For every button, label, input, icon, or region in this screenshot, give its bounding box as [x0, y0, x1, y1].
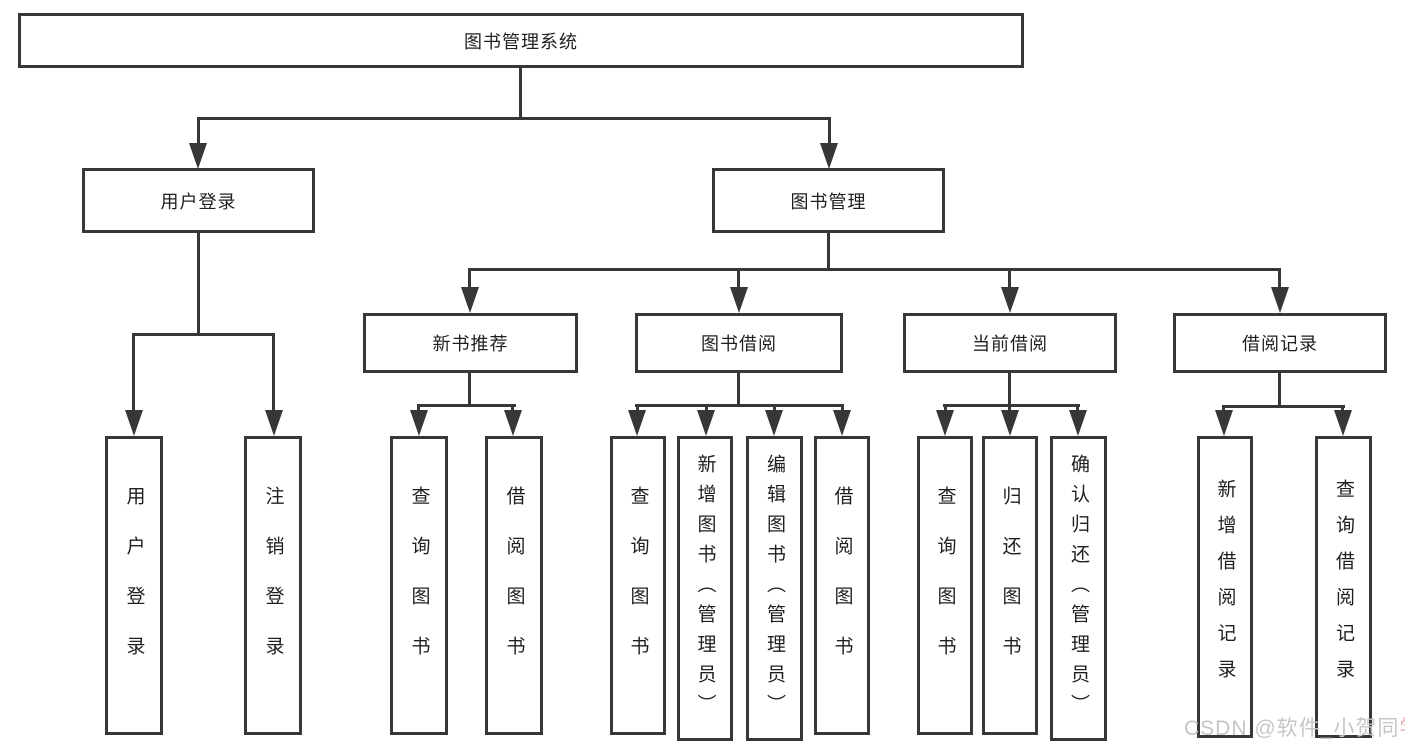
- leaf-label-confirm-return-admin: 确认归还（管理员）: [1068, 453, 1089, 724]
- node-label-book-management: 图书管理: [790, 191, 867, 212]
- connector-book-management-trunk: [827, 233, 830, 271]
- leaf-label-query-books: 查询图书: [627, 485, 649, 686]
- connector-user-login-span: [132, 333, 275, 336]
- leaf-edit-books-admin: 编辑图书（管理员）: [746, 436, 803, 741]
- connector-user-login-trunk: [197, 233, 200, 335]
- node-label-root: 图书管理系统: [464, 31, 578, 52]
- leaf-label-add-borrow-record: 新增借阅记录: [1214, 479, 1236, 695]
- arrowhead-down-icon: [820, 143, 838, 169]
- leaf-borrow-books: 借阅图书: [485, 436, 543, 735]
- watermark-accent-text: 学: [1399, 717, 1405, 740]
- arrowhead-down-icon: [1271, 287, 1289, 313]
- leaf-label-query-books: 查询图书: [408, 485, 430, 686]
- arrowhead-down-icon: [730, 287, 748, 313]
- connector-leaf-stub: [1341, 405, 1344, 412]
- connector-to-new-book-rec: [468, 268, 471, 288]
- node-user-login: 用户登录: [82, 168, 315, 233]
- arrowhead-down-icon: [461, 287, 479, 313]
- connector-book-borrow-span: [635, 404, 844, 407]
- leaf-return-books: 归还图书: [982, 436, 1038, 735]
- connector-leaf-stub: [773, 404, 776, 412]
- leaf-add-borrow-record: 新增借阅记录: [1197, 436, 1253, 738]
- arrowhead-down-icon: [1334, 410, 1352, 436]
- leaf-logout: 注销登录: [244, 436, 302, 735]
- connector-borrow-record-span: [1222, 405, 1345, 408]
- leaf-query-books: 查询图书: [390, 436, 448, 735]
- node-borrowing-records: 借阅记录: [1173, 313, 1387, 373]
- node-label-user-login: 用户登录: [160, 191, 237, 212]
- arrowhead-down-icon: [125, 410, 143, 436]
- arrowhead-down-icon: [1069, 410, 1087, 436]
- node-label-current-borrowing: 当前借阅: [972, 334, 1048, 354]
- connector-leaf-stub: [705, 404, 708, 412]
- arrowhead-down-icon: [936, 410, 954, 436]
- arrowhead-down-icon: [628, 410, 646, 436]
- leaf-label-logout: 注销登录: [262, 485, 284, 686]
- connector-leaf-stub: [1076, 404, 1079, 412]
- connector-borrow-record-trunk: [1278, 373, 1281, 407]
- arrowhead-down-icon: [833, 410, 851, 436]
- connector-new-book-rec-trunk: [468, 373, 471, 406]
- connector-book-management-span: [469, 268, 1281, 271]
- connector-to-leaf-user-login: [132, 333, 135, 410]
- node-book-borrowing: 图书借阅: [635, 313, 843, 373]
- leaf-add-books-admin: 新增图书（管理员）: [677, 436, 733, 741]
- leaf-user-login: 用户登录: [105, 436, 163, 735]
- arrowhead-down-icon: [1001, 410, 1019, 436]
- node-new-book-recommendation: 新书推荐: [363, 313, 578, 373]
- connector-to-book-borrow: [737, 268, 740, 288]
- leaf-borrow-books: 借阅图书: [814, 436, 870, 735]
- leaf-label-edit-books-admin: 编辑图书（管理员）: [764, 453, 785, 724]
- arrowhead-down-icon: [504, 410, 522, 436]
- connector-leaf-stub: [511, 404, 514, 412]
- connector-root-trunk: [519, 68, 522, 120]
- leaf-label-user-login: 用户登录: [123, 485, 145, 686]
- connector-leaf-stub: [417, 404, 420, 412]
- leaf-query-books: 查询图书: [610, 436, 666, 735]
- leaf-query-books: 查询图书: [917, 436, 973, 735]
- connector-leaf-stub: [841, 404, 844, 412]
- connector-current-borrow-trunk: [1008, 373, 1011, 406]
- arrowhead-down-icon: [410, 410, 428, 436]
- connector-to-user-login: [197, 117, 200, 145]
- arrowhead-down-icon: [765, 410, 783, 436]
- node-label-book-borrowing: 图书借阅: [701, 334, 777, 354]
- connector-leaf-stub: [1008, 404, 1011, 412]
- arrowhead-down-icon: [189, 143, 207, 169]
- connector-to-current-borrow: [1008, 268, 1011, 288]
- connector-root-span: [197, 117, 831, 120]
- node-current-borrowing: 当前借阅: [903, 313, 1117, 373]
- leaf-label-add-books-admin: 新增图书（管理员）: [694, 453, 716, 724]
- connector-to-book-management: [828, 117, 831, 145]
- connector-leaf-stub: [944, 404, 947, 412]
- leaf-confirm-return-admin: 确认归还（管理员）: [1050, 436, 1107, 741]
- arrowhead-down-icon: [265, 410, 283, 436]
- watermark-text: CSDN @软件_小贺同: [1184, 717, 1400, 740]
- leaf-label-borrow-books: 借阅图书: [503, 485, 525, 686]
- leaf-label-query-borrow-record: 查询借阅记录: [1333, 479, 1354, 695]
- leaf-query-borrow-record: 查询借阅记录: [1315, 436, 1372, 738]
- node-label-new-book-recommendation: 新书推荐: [432, 334, 509, 354]
- arrowhead-down-icon: [1001, 287, 1019, 313]
- connector-leaf-stub: [636, 404, 639, 412]
- leaf-label-return-books: 归还图书: [999, 485, 1021, 686]
- arrowhead-down-icon: [697, 410, 715, 436]
- connector-new-book-rec-span: [417, 404, 516, 407]
- leaf-label-query-books: 查询图书: [934, 485, 956, 686]
- arrowhead-down-icon: [1215, 410, 1233, 436]
- node-library-management-system: 图书管理系统: [18, 13, 1024, 68]
- watermark: CSDN @软件_小贺同学: [1184, 712, 1405, 742]
- node-book-management: 图书管理: [712, 168, 945, 233]
- connector-current-borrow-span: [943, 404, 1080, 407]
- node-label-borrowing-records: 借阅记录: [1242, 334, 1318, 354]
- leaf-label-borrow-books: 借阅图书: [831, 485, 853, 686]
- connector-leaf-stub: [1222, 405, 1225, 412]
- connector-to-borrow-record: [1278, 268, 1281, 288]
- connector-book-borrow-trunk: [737, 373, 740, 406]
- connector-to-leaf-logout: [272, 333, 275, 410]
